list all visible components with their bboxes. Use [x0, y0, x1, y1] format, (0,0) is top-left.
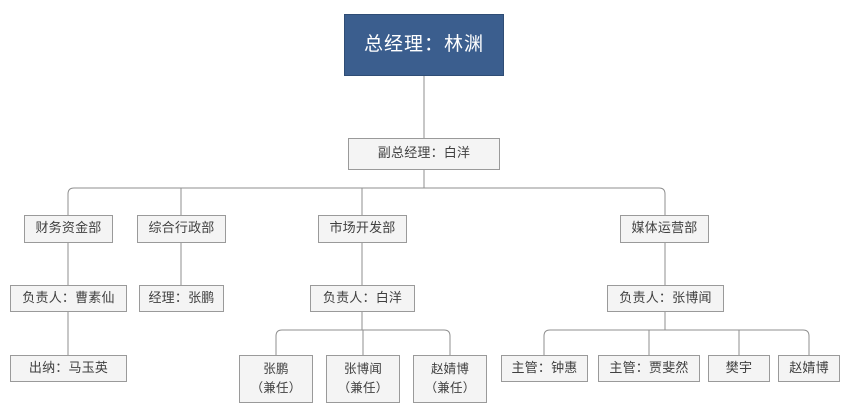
node-market-staff-1[interactable]: 张鹏 （兼任） — [239, 355, 313, 403]
node-market-staff-2-note: （兼任） — [337, 380, 389, 395]
node-market-staff-2[interactable]: 张博闻 （兼任） — [326, 355, 400, 403]
node-market-staff-3-note: （兼任） — [424, 380, 476, 395]
node-department-market-development[interactable]: 市场开发部 — [318, 215, 407, 243]
node-market-staff-3-name: 赵婧博 — [430, 361, 470, 377]
node-market-staff-3[interactable]: 赵婧博 （兼任） — [413, 355, 487, 403]
connector-bus-departments — [67, 187, 666, 215]
node-market-staff-1-name: 张鹏 — [263, 361, 289, 377]
node-department-media-operations[interactable]: 媒体运营部 — [620, 215, 709, 243]
node-market-staff-1-note: （兼任） — [250, 380, 302, 395]
node-administration-head[interactable]: 经理：张鹏 — [139, 285, 224, 312]
node-media-staff-1[interactable]: 主管：钟惠 — [501, 355, 588, 382]
node-market-staff-2-name: 张博闻 — [343, 361, 383, 377]
node-media-staff-4[interactable]: 赵婧博 — [778, 355, 840, 382]
node-general-manager[interactable]: 总经理：林渊 — [344, 14, 504, 76]
node-media-staff-2[interactable]: 主管：贾斐然 — [598, 355, 700, 382]
node-market-development-head[interactable]: 负责人：白洋 — [310, 285, 415, 312]
node-department-finance[interactable]: 财务资金部 — [24, 215, 113, 243]
connector-media-team-bus — [543, 329, 810, 355]
node-media-staff-3[interactable]: 樊宇 — [708, 355, 770, 382]
node-media-operations-head[interactable]: 负责人：张博闻 — [607, 285, 724, 312]
node-deputy-general-manager[interactable]: 副总经理：白洋 — [348, 138, 500, 170]
node-finance-staff-1[interactable]: 出纳：马玉英 — [10, 355, 127, 382]
node-finance-head[interactable]: 负责人：曹素仙 — [10, 285, 127, 312]
connector-market-team-bus — [275, 329, 451, 355]
node-department-administration[interactable]: 综合行政部 — [137, 215, 226, 243]
